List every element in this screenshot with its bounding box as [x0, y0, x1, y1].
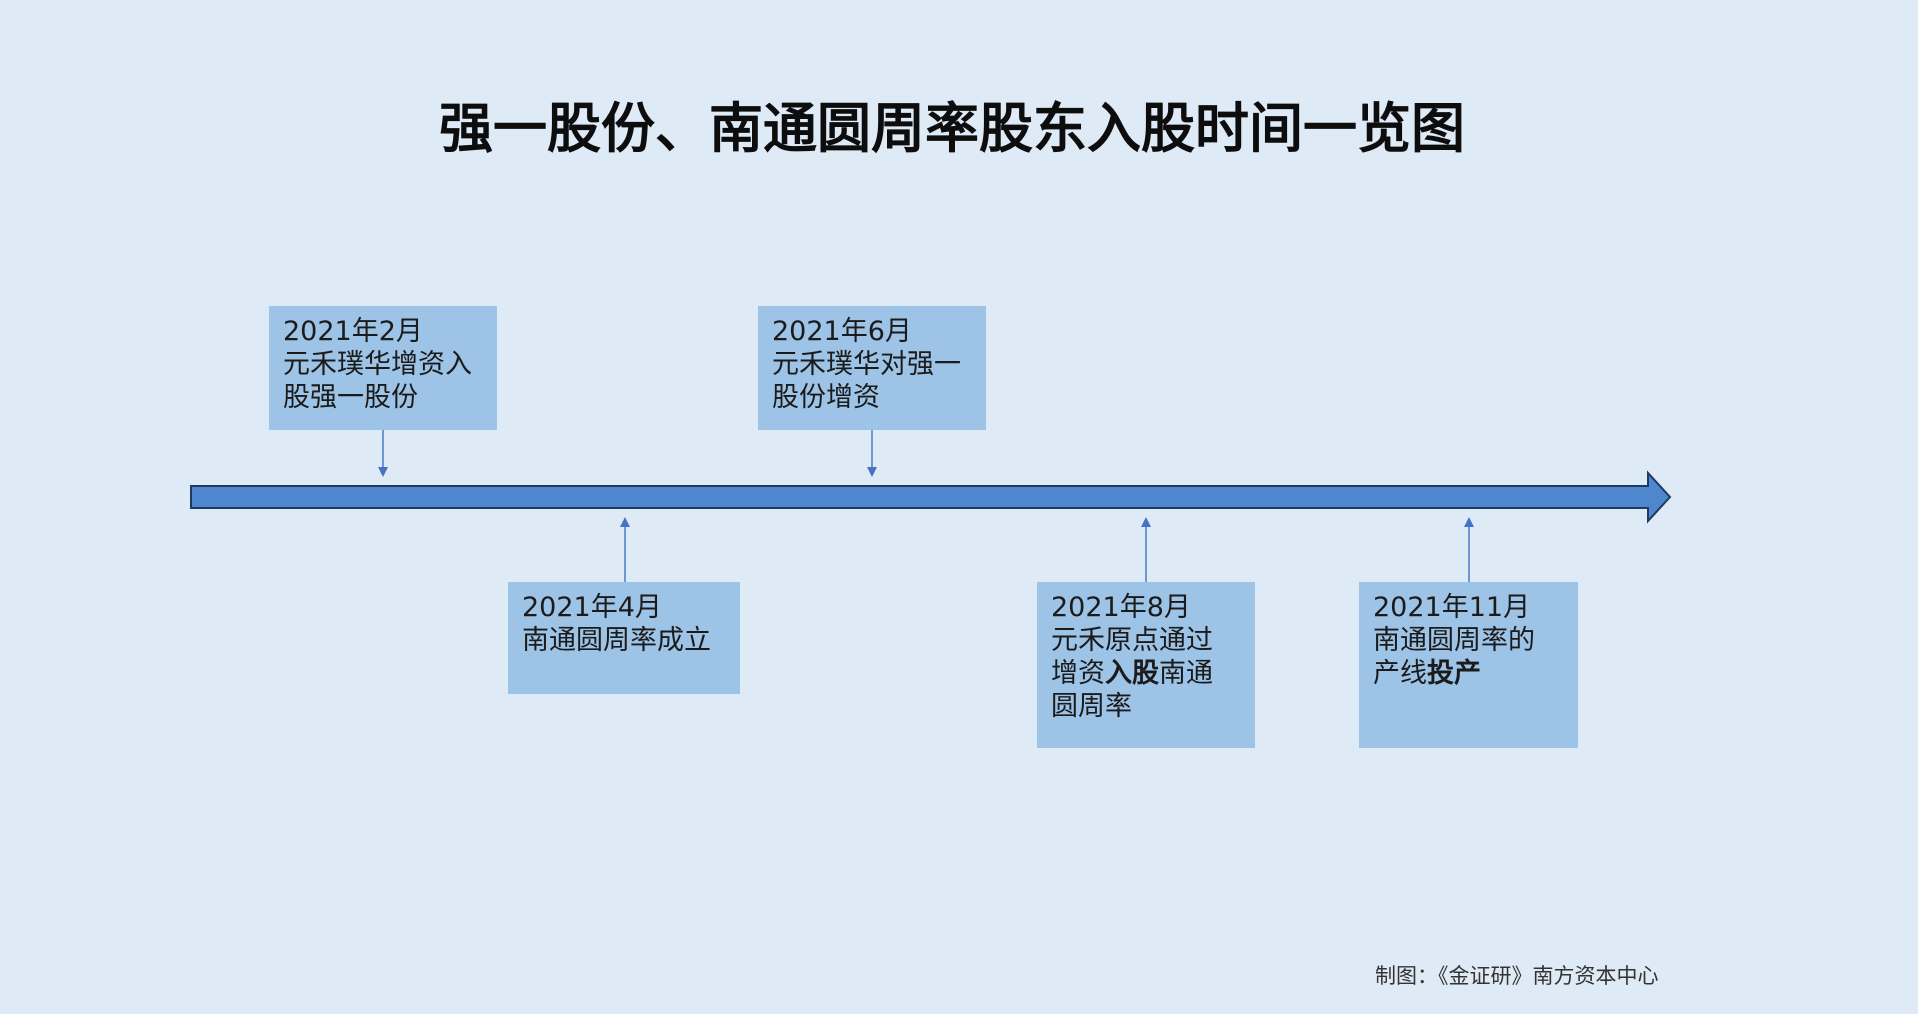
event-text-segment: 南通圆周率成立	[522, 625, 711, 656]
connector-arrowhead	[1141, 517, 1151, 527]
event-description-line: 南通圆周率成立	[522, 624, 740, 657]
event-description-line: 南通圆周率的	[1373, 624, 1578, 657]
event-box-2021-08: 2021年8月 元禾原点通过 增资入股南通 圆周率	[1037, 582, 1255, 748]
connector-2021-06	[867, 430, 877, 477]
event-text-segment: 元禾璞华对强一	[772, 349, 961, 380]
event-text-segment: 增资	[1051, 658, 1105, 689]
timeline-axis-arrow	[190, 470, 1672, 524]
connector-2021-02	[378, 430, 388, 477]
event-text-emphasis: 投产	[1427, 658, 1481, 689]
connector-arrowhead	[620, 517, 630, 527]
event-text-segment: 股份增资	[772, 382, 880, 413]
event-date: 2021年11月	[1373, 592, 1531, 623]
event-text-segment: 南通圆周率的	[1373, 625, 1535, 656]
event-date: 2021年2月	[283, 316, 423, 347]
event-description-line: 元禾璞华增资入	[283, 348, 497, 381]
event-text-emphasis: 入股	[1105, 658, 1159, 689]
event-text-segment: 元禾原点通过	[1051, 625, 1213, 656]
event-date: 2021年4月	[522, 592, 662, 623]
event-description-line: 股强一股份	[283, 381, 497, 414]
event-box-2021-04: 2021年4月 南通圆周率成立	[508, 582, 740, 694]
event-description-line: 产线投产	[1373, 657, 1578, 690]
event-box-2021-06: 2021年6月 元禾璞华对强一 股份增资	[758, 306, 986, 430]
event-description-line: 股份增资	[772, 381, 986, 414]
event-text-segment: 产线	[1373, 658, 1427, 689]
event-text-segment: 元禾璞华增资入	[283, 349, 472, 380]
event-text-segment: 圆周率	[1051, 691, 1132, 722]
connector-2021-08	[1141, 517, 1151, 582]
connector-arrowhead	[378, 467, 388, 477]
event-text-segment: 股强一股份	[283, 382, 418, 413]
event-date: 2021年6月	[772, 316, 912, 347]
event-description-line: 圆周率	[1051, 690, 1255, 723]
event-text-segment: 南通	[1159, 658, 1213, 689]
event-description-line: 元禾原点通过	[1051, 624, 1255, 657]
credit-footer: 制图：《金证研》南方资本中心	[1375, 964, 1659, 988]
event-date: 2021年8月	[1051, 592, 1191, 623]
page-title: 强一股份、南通圆周率股东入股时间一览图	[439, 97, 1465, 160]
event-box-2021-11: 2021年11月 南通圆周率的 产线投产	[1359, 582, 1578, 748]
connector-arrowhead	[1464, 517, 1474, 527]
event-box-2021-02: 2021年2月 元禾璞华增资入 股强一股份	[269, 306, 497, 430]
event-description-line: 增资入股南通	[1051, 657, 1255, 690]
connector-2021-11	[1464, 517, 1474, 582]
connector-arrowhead	[867, 467, 877, 477]
connector-2021-04	[620, 517, 630, 582]
event-description-line: 元禾璞华对强一	[772, 348, 986, 381]
